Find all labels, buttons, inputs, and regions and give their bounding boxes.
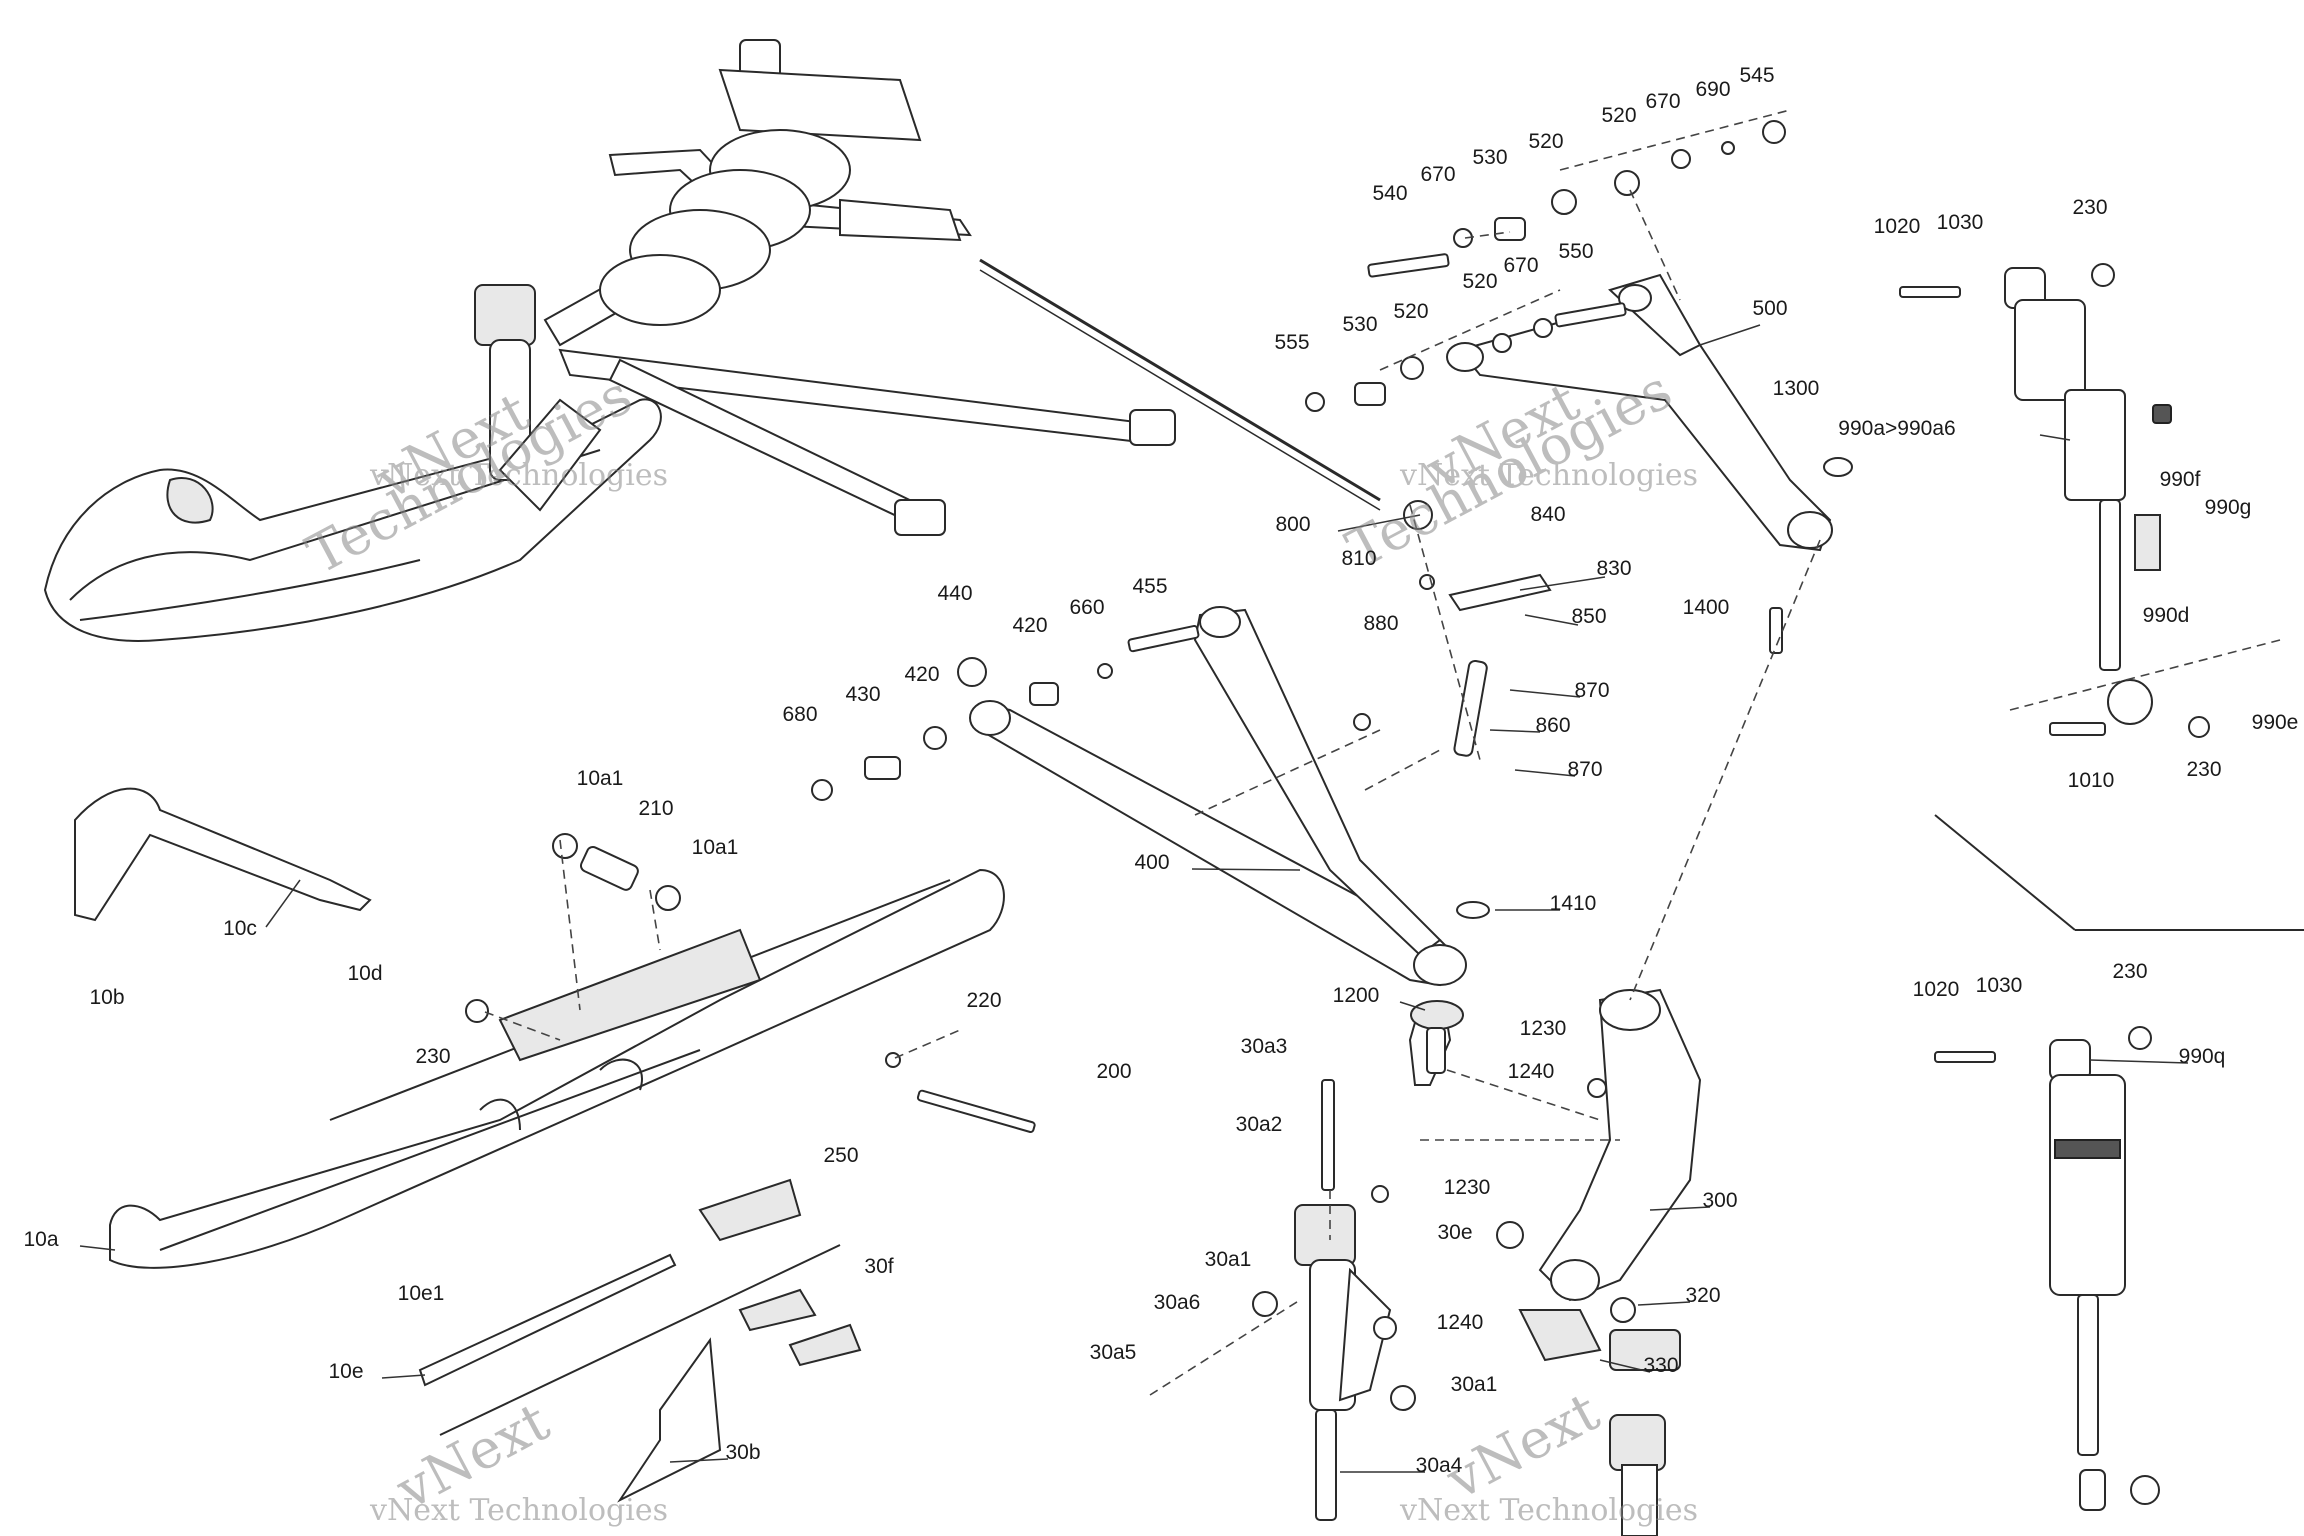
part-callout-c850: 850	[1571, 605, 1606, 628]
leader-lines	[79, 324, 2189, 1473]
upper-a-arm-500	[1446, 273, 1833, 552]
part-callout-c210: 210	[638, 797, 673, 820]
part-callout-c30a6: 30a6	[1154, 1291, 1201, 1314]
part-callout-c1230b: 1230	[1444, 1176, 1491, 1199]
part-callout-c30a3: 30a3	[1241, 1035, 1288, 1058]
part-callout-c10a: 10a	[23, 1228, 58, 1251]
part-callout-c10e: 10e	[328, 1360, 363, 1383]
part-callout-c1020a: 1020	[1874, 215, 1921, 238]
part-callout-c830: 830	[1596, 557, 1631, 580]
part-callout-c230a: 230	[2072, 196, 2107, 219]
part-callout-c230c: 230	[2112, 960, 2147, 983]
callout-labels: 545 690 670 520 520 530 670 540 550 670 520 520 530 5…	[23, 64, 2298, 1477]
part-callout-c10e1: 10e1	[398, 1282, 445, 1305]
part-callout-c30a2: 30a2	[1236, 1113, 1283, 1136]
part-callout-c990q: 990q	[2179, 1045, 2226, 1068]
part-callout-c30b: 30b	[725, 1441, 760, 1464]
part-callout-c230d: 230	[415, 1045, 450, 1068]
part-callout-c1400: 1400	[1683, 596, 1730, 619]
part-callout-c1020b: 1020	[1913, 978, 1960, 1001]
part-callout-c455: 455	[1132, 575, 1167, 598]
part-callout-c990g: 990g	[2205, 496, 2252, 519]
part-callout-c200: 200	[1096, 1060, 1131, 1083]
part-callout-c800: 800	[1275, 513, 1310, 536]
part-callout-c500: 500	[1752, 297, 1787, 320]
part-callout-c1010: 1010	[2068, 769, 2115, 792]
part-callout-c10d: 10d	[347, 962, 382, 985]
part-callout-c30a1b: 30a1	[1451, 1373, 1498, 1396]
part-callout-c250: 250	[823, 1144, 858, 1167]
watermark-company: vNext Technologies	[369, 1493, 668, 1528]
part-callout-c320: 320	[1685, 1284, 1720, 1307]
part-callout-c990d: 990d	[2143, 604, 2190, 627]
watermark-company: vNext Technologies	[1399, 1493, 1698, 1528]
assembly-lines	[439, 109, 2304, 1436]
part-callout-c670c: 670	[1503, 254, 1538, 277]
part-callout-c840: 840	[1530, 503, 1565, 526]
part-callout-c680: 680	[782, 703, 817, 726]
part-callout-c870b: 870	[1567, 758, 1602, 781]
assembled-suspension	[43, 39, 1381, 642]
part-callout-c670b: 670	[1420, 163, 1455, 186]
part-callout-c660: 660	[1069, 596, 1104, 619]
part-callout-c400: 400	[1134, 851, 1169, 874]
part-callout-c30a4: 30a4	[1416, 1454, 1463, 1477]
part-callout-c30e: 30e	[1437, 1221, 1472, 1244]
part-callout-c30a1a: 30a1	[1205, 1248, 1252, 1271]
part-callout-c690: 690	[1695, 78, 1730, 101]
part-callout-c1200: 1200	[1333, 984, 1380, 1007]
part-callout-c1300: 1300	[1773, 377, 1820, 400]
part-callout-c530b: 530	[1342, 313, 1377, 336]
part-callout-c300: 300	[1702, 1189, 1737, 1212]
part-callout-c1230a: 1230	[1520, 1017, 1567, 1040]
part-callout-c1240b: 1240	[1437, 1311, 1484, 1334]
part-callout-c10a1b: 10a1	[692, 836, 739, 859]
part-callout-c420a: 420	[1012, 614, 1047, 637]
watermark-company: vNext Technologies	[369, 458, 668, 493]
part-callout-c810: 810	[1341, 547, 1376, 570]
part-callout-c1030b: 1030	[1976, 974, 2023, 997]
part-callout-c10b: 10b	[89, 986, 124, 1009]
part-callout-c520b: 520	[1528, 130, 1563, 153]
part-callout-c1030a: 1030	[1937, 211, 1984, 234]
part-callout-c520c: 520	[1462, 270, 1497, 293]
part-callout-c10c: 10c	[223, 917, 257, 940]
ski-10a	[109, 868, 1005, 1269]
part-callout-c10a1a: 10a1	[577, 767, 624, 790]
watermark-company: vNext Technologies	[1399, 458, 1698, 493]
part-callout-c520a: 520	[1601, 104, 1636, 127]
part-callout-c430: 430	[845, 683, 880, 706]
part-callout-c1410: 1410	[1550, 892, 1597, 915]
part-callout-c230b: 230	[2186, 758, 2221, 781]
part-callout-c520d: 520	[1393, 300, 1428, 323]
part-callout-c990e: 990e	[2252, 711, 2299, 734]
part-callout-c545: 545	[1739, 64, 1774, 87]
part-callout-c1240a: 1240	[1508, 1060, 1555, 1083]
lower-a-arm-400	[969, 606, 1467, 987]
part-callout-c990f: 990f	[2160, 468, 2201, 491]
part-callout-c30a5: 30a5	[1090, 1341, 1137, 1364]
part-callout-c550: 550	[1558, 240, 1593, 263]
part-callout-c30f: 30f	[864, 1255, 893, 1278]
part-callout-c540: 540	[1372, 182, 1407, 205]
part-callout-c860: 860	[1535, 714, 1570, 737]
part-callout-c330: 330	[1643, 1354, 1678, 1377]
part-callout-c440: 440	[937, 582, 972, 605]
part-callout-c530a: 530	[1472, 146, 1507, 169]
part-callout-c420b: 420	[904, 663, 939, 686]
part-callout-c880: 880	[1363, 612, 1398, 635]
part-callout-c220: 220	[966, 989, 1001, 1012]
part-callout-c670a: 670	[1645, 90, 1680, 113]
hardware-parts	[74, 120, 2210, 1536]
part-callout-c870a: 870	[1574, 679, 1609, 702]
part-callout-c555: 555	[1274, 331, 1309, 354]
part-callout-c990a: 990a>990a6	[1838, 417, 1955, 440]
